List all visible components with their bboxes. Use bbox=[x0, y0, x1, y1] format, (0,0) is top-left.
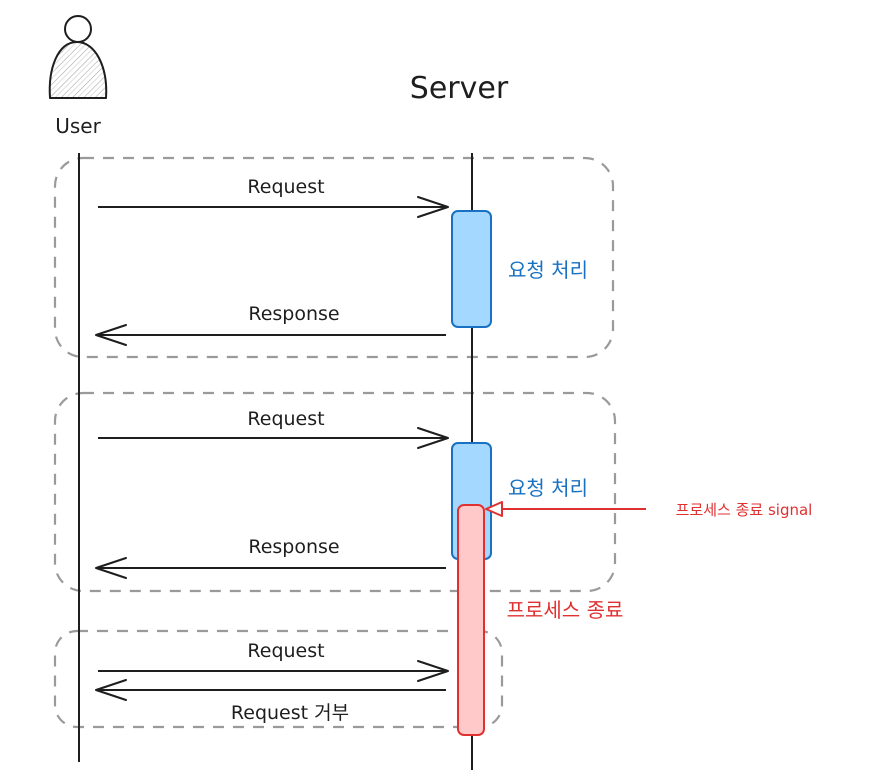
request-arrow-3 bbox=[98, 660, 449, 682]
user-actor-label: User bbox=[55, 114, 101, 138]
request-label-1: Request bbox=[247, 176, 324, 198]
interaction-frame-1 bbox=[53, 156, 615, 359]
request-arrow-1 bbox=[98, 196, 449, 218]
response-label-1: Response bbox=[248, 303, 339, 325]
process-label-1: 요청 처리 bbox=[508, 258, 588, 282]
response-arrow-2 bbox=[95, 557, 446, 579]
response-arrow-1 bbox=[95, 324, 446, 346]
reject-label-3: Request 거부 bbox=[231, 702, 349, 724]
response-label-2: Response bbox=[248, 536, 339, 558]
reject-arrow-3 bbox=[95, 679, 446, 701]
user-actor-icon bbox=[48, 15, 108, 99]
interaction-frame-2 bbox=[53, 391, 617, 593]
terminate-signal-arrow bbox=[485, 501, 646, 517]
request-label-3: Request bbox=[247, 640, 324, 662]
server-actor-label: Server bbox=[410, 71, 509, 106]
terminate-label: 프로세스 종료 bbox=[507, 598, 624, 622]
activation-box-1 bbox=[451, 210, 492, 328]
interaction-frame-3 bbox=[53, 629, 504, 729]
terminate-activation-box bbox=[457, 504, 485, 736]
request-arrow-2 bbox=[98, 427, 449, 449]
request-label-2: Request bbox=[247, 408, 324, 430]
terminate-signal-label: 프로세스 종료 signal bbox=[676, 501, 813, 519]
process-label-2: 요청 처리 bbox=[508, 476, 588, 500]
